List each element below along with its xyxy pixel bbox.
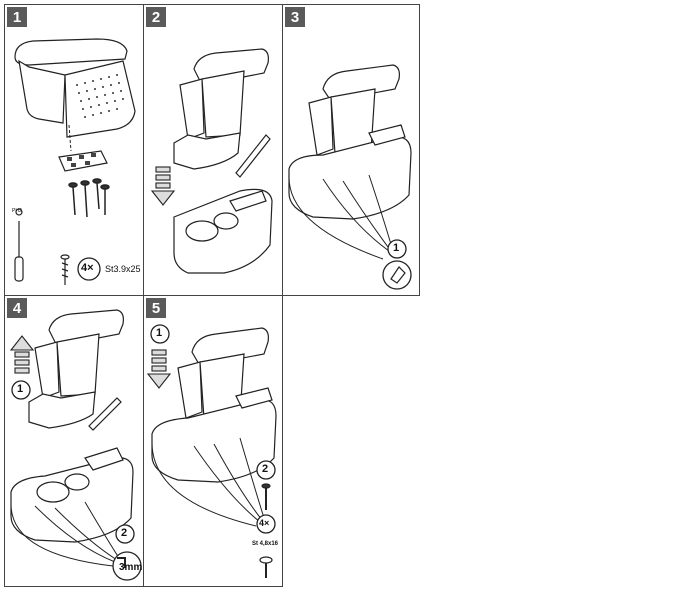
step-3-panel: 3 1 [282,4,420,296]
armrest-installed-illustration [288,64,412,290]
armrest-with-mount-illustration [14,38,136,285]
step-5-callout-1: 1 [156,327,163,339]
screw-spec-label: St3.9x25 [105,264,141,274]
drill-size-label: 3mm [119,562,143,573]
screw-count-label: 4× [81,262,94,274]
step-number-badge: 2 [146,7,166,27]
step-4-callout-2: 2 [121,527,128,539]
armrest-lowering-illustration [150,48,273,274]
step-3-callout-number: 1 [393,242,400,254]
step-4-callout-1: 1 [17,383,24,395]
step-5-screw-spec: St 4,8x16 [252,541,279,547]
step-number-badge: 1 [7,7,27,27]
armrest-screw-fastening-illustration [146,324,277,578]
step-1-panel: 1 [4,4,144,296]
step-5-screw-count: 4× [259,518,270,528]
armrest-lift-and-drill-illustration [9,309,142,581]
step-number-badge: 5 [146,298,166,318]
step-2-panel: 2 [143,4,283,296]
screwdriver-tip-label: PH2 [12,208,22,214]
step-number-badge: 4 [7,298,27,318]
step-5-panel: 5 1 2 [143,295,283,587]
step-number-badge: 3 [285,7,305,27]
step-5-callout-2: 2 [262,463,269,475]
step-4-panel: 4 1 2 3mm [4,295,144,587]
